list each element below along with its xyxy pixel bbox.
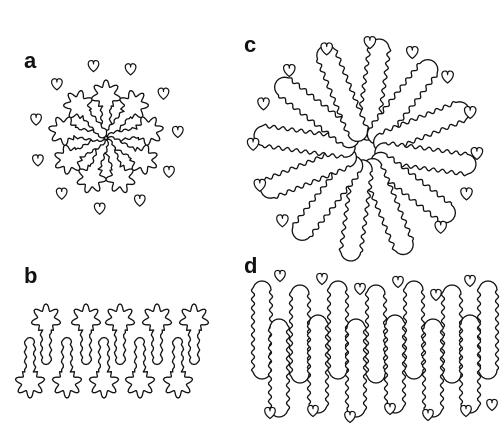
heart-counterion-icon [487, 399, 498, 410]
amphiphile-shape-icon [384, 315, 405, 413]
heart-counterion-icon [33, 155, 44, 166]
heart-counterion-icon [442, 71, 453, 83]
heart-counterion-icon [52, 79, 63, 90]
heart-counterion-icon [435, 221, 446, 233]
amphiphile-shape-icon [32, 304, 61, 365]
heart-counterion-icon [134, 195, 145, 206]
heart-counterion-icon [355, 283, 366, 294]
heart-counterion-icon [94, 203, 105, 214]
heart-counterion-icon [317, 273, 328, 284]
amphiphile-shape-icon [180, 304, 209, 365]
heart-counterion-icon [465, 275, 476, 286]
amphiphile-shape-icon [422, 319, 443, 417]
amphiphile-shape-icon [477, 281, 498, 379]
panel-d-bilayer [251, 270, 498, 422]
heart-counterion-icon [158, 88, 169, 99]
heart-counterion-icon [423, 409, 434, 420]
amphiphile-shape-icon [90, 338, 119, 399]
heart-counterion-icon [277, 215, 288, 227]
heart-counterion-icon [275, 270, 286, 281]
amphiphile-shape-icon [459, 315, 480, 413]
amphiphile-shape-icon [53, 338, 82, 399]
heart-counterion-icon [258, 98, 269, 110]
panel-a-micelle [31, 61, 183, 215]
heart-counterion-icon [431, 289, 442, 300]
heart-counterion-icon [125, 64, 136, 75]
heart-counterion-icon [31, 114, 42, 125]
amphiphile-shape-icon [126, 338, 155, 399]
amphiphile-shape-icon [164, 338, 193, 399]
amphiphile-shape-icon [72, 304, 101, 365]
heart-counterion-icon [461, 188, 472, 200]
heart-counterion-icon [345, 411, 356, 422]
amphiphile-shape-icon [106, 304, 135, 365]
amphiphile-shape-icon [403, 281, 424, 379]
heart-counterion-icon [308, 405, 319, 416]
heart-counterion-icon [247, 138, 258, 150]
amphiphile-shape-icon [345, 319, 366, 417]
amphiphile-shape-icon [307, 315, 328, 413]
heart-counterion-icon [461, 405, 472, 416]
panel-c-micelle [247, 37, 482, 263]
panel-b-bilayer [16, 304, 209, 398]
heart-counterion-icon [56, 188, 67, 199]
heart-counterion-icon [164, 166, 175, 177]
heart-counterion-icon [88, 61, 99, 72]
amphiphile-shape-icon [365, 285, 386, 383]
heart-counterion-icon [393, 276, 404, 287]
heart-counterion-icon [172, 126, 183, 137]
amphiphile-shape-icon [16, 338, 45, 399]
heart-counterion-icon [265, 407, 276, 418]
amphiphile-shape-icon [143, 304, 172, 365]
heart-counterion-icon [407, 47, 418, 59]
amphiphile-shape-icon [268, 319, 289, 417]
heart-counterion-icon [284, 65, 295, 77]
